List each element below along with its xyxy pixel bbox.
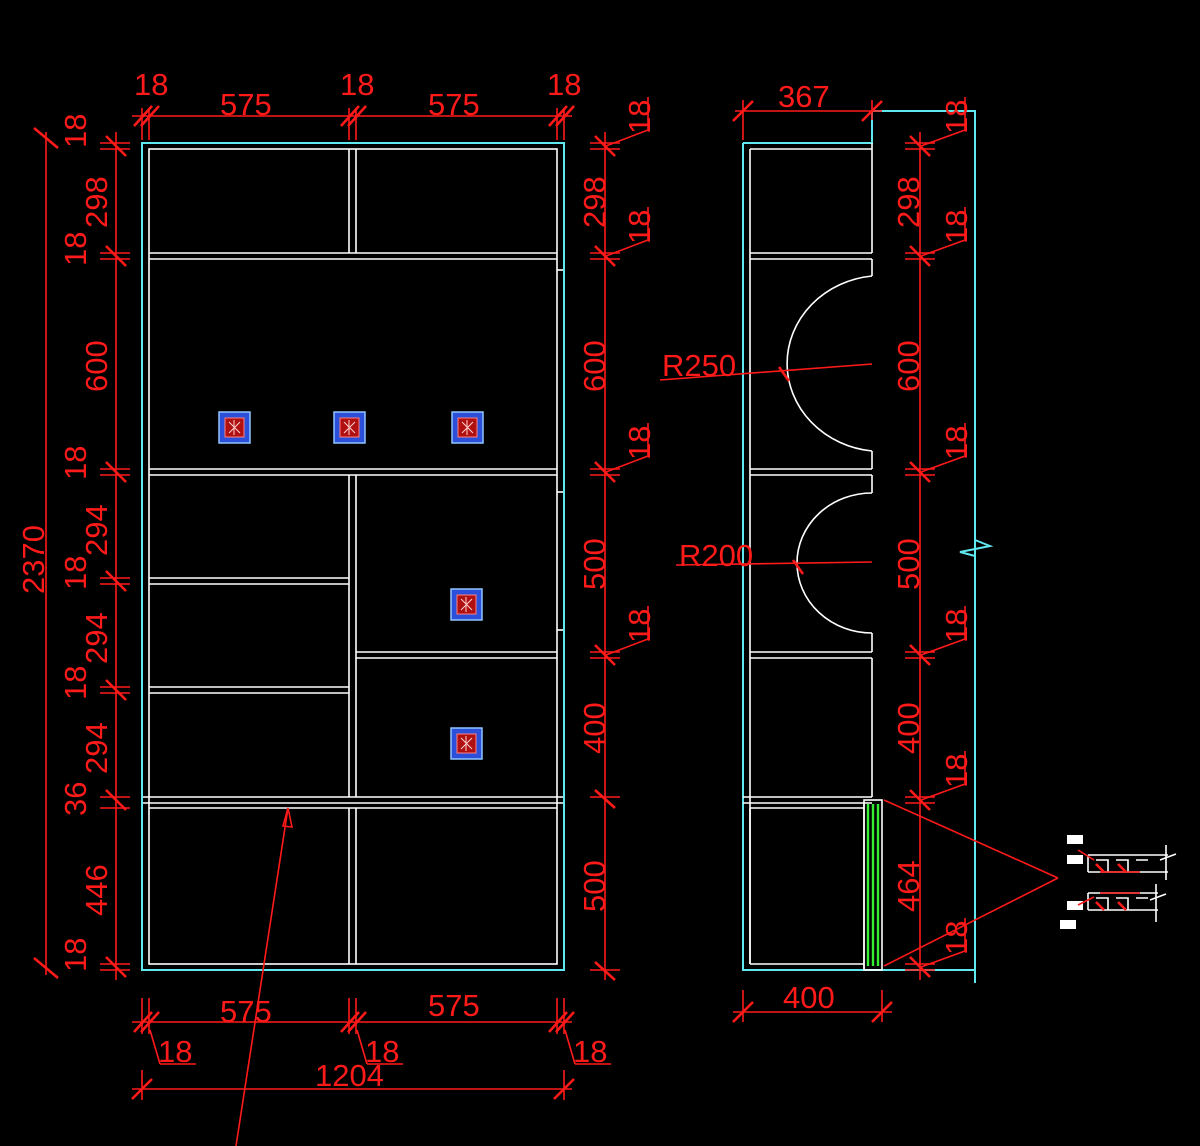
side-right-dim-6: 500 [891,538,926,590]
front-left-dim-2: 298 [79,176,114,228]
side-right-dim-5: 18 [939,426,974,460]
front-right-dim-8: 400 [577,702,612,754]
front-top-dim-2: 575 [220,87,272,122]
side-arc-lower-radius: R200 [679,538,753,573]
side-right-dim-9: 18 [939,754,974,788]
front-left-dim-12: 446 [79,864,114,916]
side-panels [743,143,873,970]
front-overall-height: 2370 [16,525,51,594]
front-bottom-thickness-3: 18 [573,1034,607,1069]
side-right-dim-2: 298 [891,176,926,228]
side-right-dimensions: 18 298 18 600 18 500 18 400 18 464 18 [891,97,974,980]
side-bottom-depth: 400 [783,980,835,1015]
front-left-dimensions: 18 298 18 600 18 294 18 294 18 294 36 44… [16,114,130,980]
front-left-dim-11: 36 [58,782,93,816]
front-left-dim-4: 600 [79,340,114,392]
front-right-dimensions: 18 298 18 600 18 500 18 400 500 [577,97,657,981]
side-arc-upper [786,275,873,452]
hardware-symbol-4 [450,588,483,621]
front-left-dim-13: 18 [58,938,93,972]
hardware-fittings [218,411,484,760]
front-left-dim-5: 18 [58,446,93,480]
side-right-dim-1: 18 [939,100,974,134]
front-top-dimensions: 18 575 18 575 18 [132,67,581,140]
front-bottom-thickness-2: 18 [365,1034,399,1069]
front-left-dim-10: 294 [79,722,114,774]
hardware-symbol-1 [218,411,251,444]
front-shelves [143,252,563,809]
front-left-dim-6: 294 [79,504,114,556]
front-left-dim-8: 294 [79,612,114,664]
front-left-dim-1: 18 [58,114,93,148]
front-right-dim-7: 18 [622,609,657,643]
front-right-dim-9: 500 [577,860,612,912]
front-dividers [348,149,563,964]
front-bottom-dim-2: 575 [428,988,480,1023]
front-inner-frame [148,148,558,965]
front-top-dim-4: 575 [428,87,480,122]
front-right-dim-4: 600 [577,340,612,392]
hardware-symbol-3 [451,411,484,444]
front-top-dim-3: 18 [340,67,374,102]
hardware-symbol-5 [450,727,483,760]
front-top-dim-5: 18 [547,67,581,102]
front-bottom-thickness-1: 18 [158,1034,192,1069]
front-right-dim-2: 298 [577,176,612,228]
side-right-dim-11: 18 [939,921,974,955]
front-right-dim-5: 18 [622,426,657,460]
front-bottom-dim-1: 575 [220,994,272,1029]
hardware-symbol-2 [333,411,366,444]
front-elevation: 18 575 18 575 18 [16,67,657,1146]
side-right-dim-4: 600 [891,340,926,392]
front-left-dim-3: 18 [58,232,93,266]
side-section: R250 R200 367 [659,79,1059,1023]
side-right-dim-10: 464 [891,860,926,912]
front-bottom-dimensions: 575 575 18 18 18 1204 [131,988,611,1100]
front-top-dim-1: 18 [134,67,168,102]
front-outer-frame [141,142,565,971]
front-left-dim-9: 18 [58,666,93,700]
front-overall-width: 1204 [315,1058,384,1093]
side-right-dim-8: 400 [891,702,926,754]
front-right-dim-1: 18 [622,100,657,134]
base-leader-line [235,807,289,1146]
side-arc-upper-radius: R250 [662,348,736,383]
side-right-dim-3: 18 [939,210,974,244]
front-left-dim-7: 18 [58,556,93,590]
side-top-depth: 367 [778,79,830,114]
side-door-edge [863,799,883,971]
front-right-dim-6: 500 [577,538,612,590]
front-right-dim-3: 18 [622,210,657,244]
side-right-dim-7: 18 [939,609,974,643]
joint-detail [1060,835,1177,929]
